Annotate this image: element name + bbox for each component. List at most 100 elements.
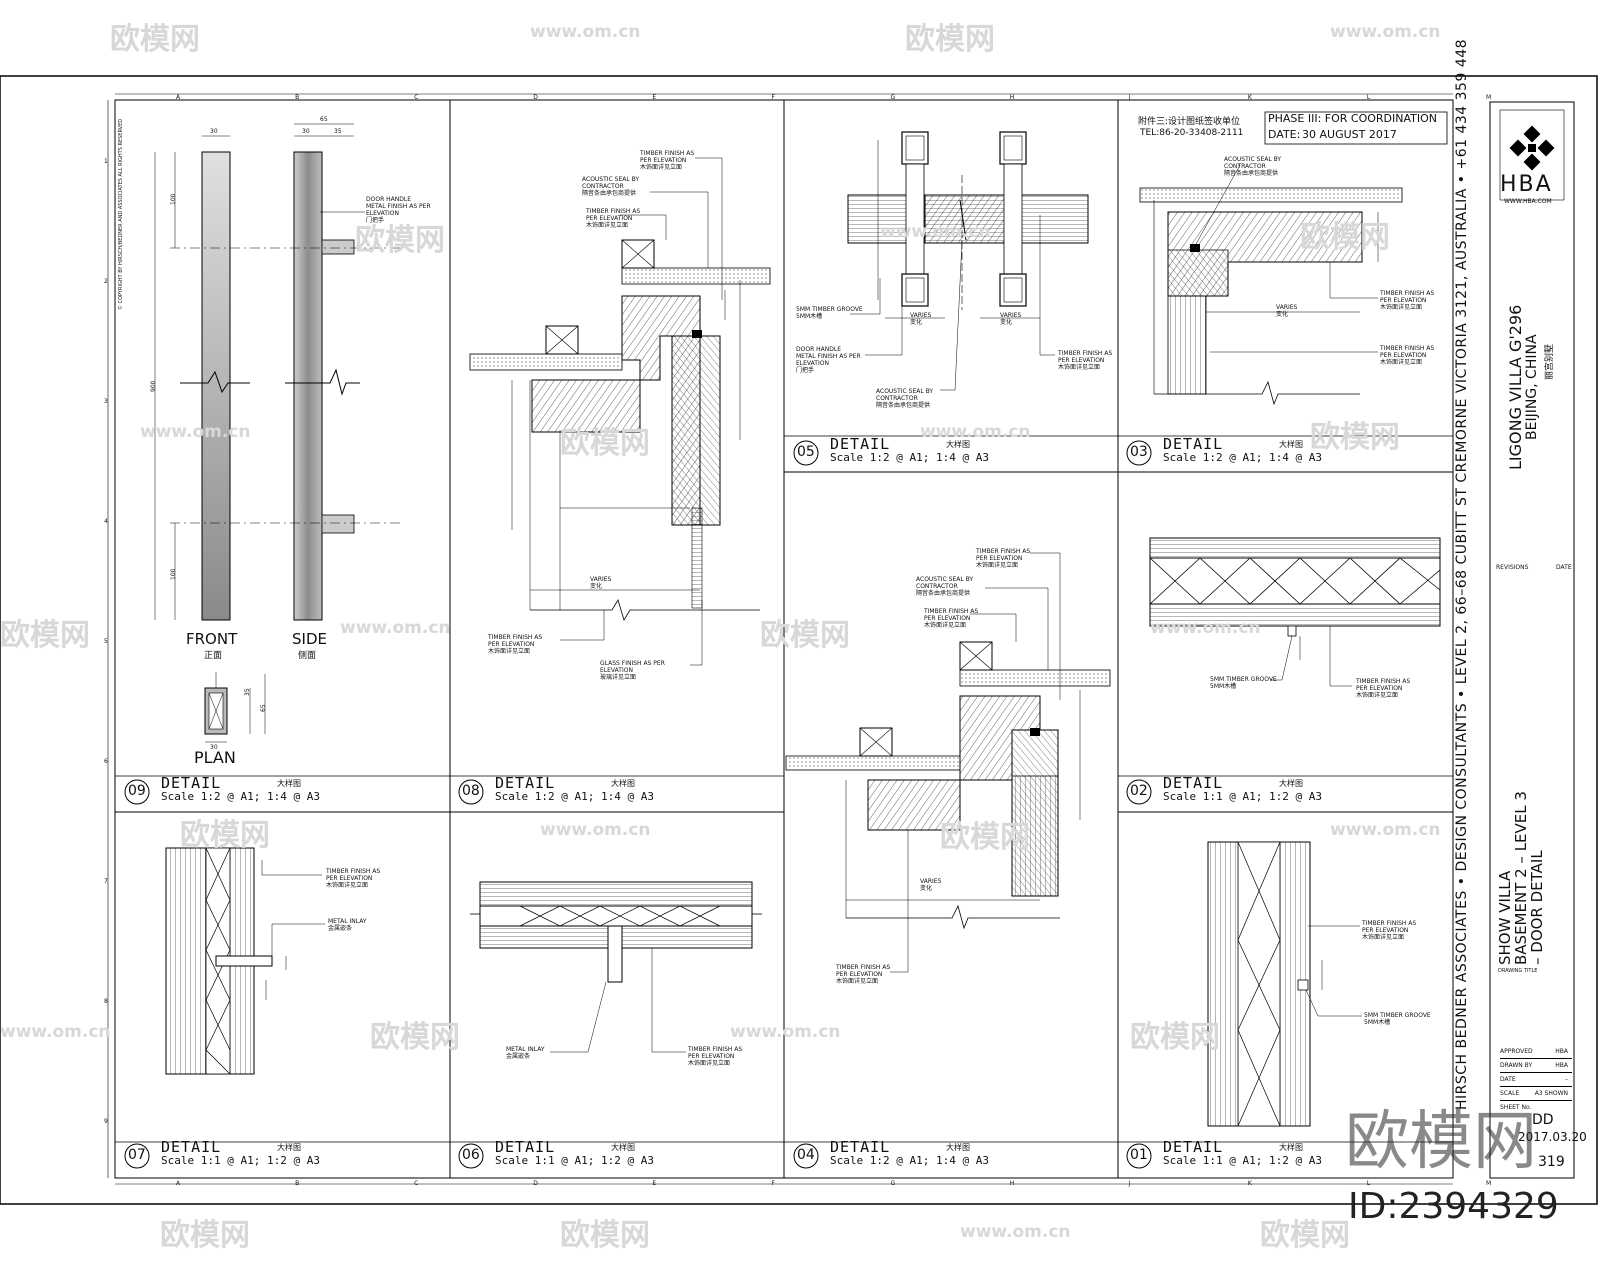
detail-scale: Scale 1:2 @ A1; 1:4 @ A3 [495, 790, 654, 803]
note-acoustic: ACOUSTIC SEAL BY CONTRACTOR 隔音条由承包商提供 [916, 576, 974, 597]
scale-value: A3 SHOWN [1534, 1090, 1568, 1097]
grid-letter: G [890, 94, 896, 101]
scale-label: SCALE [1500, 1090, 1520, 1097]
detail-scale: Scale 1:2 @ A1; 1:4 @ A3 [1163, 451, 1322, 464]
grid-letter: C [414, 94, 419, 101]
grid-letter: H [1009, 94, 1015, 101]
detail-title-cn: 大样图 [946, 1143, 970, 1152]
grid-number: 5 [104, 638, 108, 645]
dim-100-top: 100 [170, 193, 177, 205]
detail-number: 06 [462, 1147, 480, 1163]
note-varies: VARIES 变化 [920, 878, 942, 892]
sheet-value: DD [1532, 1112, 1554, 1128]
side-label: SIDE [292, 630, 327, 648]
grid-letter: D [533, 1180, 538, 1187]
detail-number: 04 [797, 1147, 815, 1163]
note-timber: TIMBER FINISH AS PER ELEVATION 木饰面详见立面 [640, 150, 695, 171]
note-metal-inlay: METAL INLAY 金属嵌条 [506, 1046, 545, 1060]
grid-letter: F [771, 94, 775, 101]
note-timber: TIMBER FINISH AS PER ELEVATION 木饰面详见立面 [1058, 350, 1113, 371]
note-timber: TIMBER FINISH AS PER ELEVATION 木饰面详见立面 [976, 548, 1031, 569]
handle-note: DOOR HANDLE METAL FINISH AS PER ELEVATIO… [366, 196, 431, 224]
approved-value: HBA [1555, 1048, 1568, 1055]
detail-scale: Scale 1:1 @ A1; 1:2 @ A3 [1163, 1154, 1322, 1167]
watermark-big-logo: 欧模网 [1345, 1105, 1537, 1179]
detail-number: 01 [1130, 1147, 1148, 1163]
grid-letter: B [295, 94, 300, 101]
detail-title-cn: 大样图 [611, 779, 635, 788]
detail-title-cn: 大样图 [611, 1143, 635, 1152]
date-row: DATE– [1500, 1074, 1572, 1087]
approved-row: APPROVED HBA [1500, 1046, 1572, 1059]
detail-number: 02 [1130, 783, 1148, 799]
note-groove: 5MM TIMBER GROOVE 5MM木槽 [1210, 676, 1277, 690]
drawing-title-label: DRAWING TITLE [1498, 968, 1538, 974]
detail-title-cn: 大样图 [1279, 1143, 1303, 1152]
grid-letter: C [414, 1180, 419, 1187]
dim-30-side: 30 [302, 128, 310, 135]
grid-number: 3 [104, 398, 108, 405]
detail-scale: Scale 1:2 @ A1; 1:4 @ A3 [161, 790, 320, 803]
detail-number: 07 [128, 1147, 146, 1163]
hba-website: WWW.HBA.COM [1504, 198, 1552, 205]
note-groove: 5MM TIMBER GROOVE 5MM木槽 [796, 306, 863, 320]
grid-letter: J [1128, 94, 1131, 101]
drawn-label: DRAWN BY [1500, 1062, 1533, 1069]
detail-title: DETAIL [495, 1138, 556, 1156]
note-metal-inlay: METAL INLAY 金属嵌条 [328, 918, 367, 932]
front-label-cn: 正面 [204, 651, 223, 661]
note-varies: VARIES 变化 [910, 312, 932, 326]
note-timber: TIMBER FINISH AS PER ELEVATION 木饰面详见立面 [1362, 920, 1417, 941]
revisions-label: REVISIONS [1496, 564, 1529, 571]
scale-row: SCALE A3 SHOWN [1500, 1088, 1572, 1101]
note-handle: DOOR HANDLE METAL FINISH AS PER ELEVATIO… [796, 346, 861, 374]
front-label: FRONT [186, 630, 238, 648]
grid-letter: B [295, 1180, 300, 1187]
grid-number: 6 [104, 758, 108, 765]
grid-letter: H [1009, 1180, 1015, 1187]
grid-letter: K [1247, 1180, 1252, 1187]
grid-number: 7 [104, 878, 108, 885]
grid-letter: E [652, 94, 657, 101]
project-location-cn: 丽宫别墅 [1545, 343, 1555, 380]
sheet-date: 2017.03.20 [1518, 1130, 1587, 1144]
copyright-text: © COPYRIGHT BY HIRSCH/BEDNER AND ASSOCIA… [118, 118, 124, 310]
note-acoustic: ACOUSTIC SEAL BY CONTRACTOR 隔音条由承包商提供 [876, 388, 934, 409]
detail-title: DETAIL [1163, 1138, 1224, 1156]
detail-scale: Scale 1:2 @ A1; 1:4 @ A3 [830, 451, 989, 464]
dim-100-bottom: 100 [170, 568, 177, 580]
detail-number: 03 [1130, 444, 1148, 460]
project-name: LIGONG VILLA G'296 [1506, 304, 1525, 470]
note-varies: VARIES 变化 [590, 576, 612, 590]
dim-900: 900 [150, 380, 157, 392]
grid-letter: L [1366, 94, 1371, 101]
date-label: DATE [1500, 1076, 1516, 1083]
detail-title-cn: 大样图 [946, 440, 970, 449]
drawn-row: DRAWN BY HBA [1500, 1060, 1572, 1073]
detail-title-cn: 大样图 [277, 1143, 301, 1152]
note-timber: TIMBER FINISH AS PER ELEVATION 木饰面详见立面 [326, 868, 381, 889]
note-groove: 5MM TIMBER GROOVE 5MM木槽 [1364, 1012, 1431, 1026]
dim-35: 35 [334, 128, 342, 135]
detail-title: DETAIL [495, 774, 556, 792]
detail-title-cn: 大样图 [277, 779, 301, 788]
detail-scale: Scale 1:1 @ A1; 1:2 @ A3 [495, 1154, 654, 1167]
grid-letter: E [652, 1180, 657, 1187]
dim-65: 65 [320, 116, 328, 123]
stamp-chinese: 附件三:设计图纸签收单位 [1138, 117, 1241, 127]
watermark-id: ID:2394329 [1348, 1186, 1559, 1227]
detail-scale: Scale 1:1 @ A1; 1:2 @ A3 [1163, 790, 1322, 803]
detail-number: 05 [797, 444, 815, 460]
grid-number: 8 [104, 998, 108, 1005]
drawn-value: HBA [1555, 1062, 1568, 1069]
note-timber: TIMBER FINISH AS PER ELEVATION 木饰面详见立面 [924, 608, 979, 629]
note-varies: VARIES 变化 [1276, 304, 1298, 318]
detail-number: 09 [128, 783, 146, 799]
detail-title-cn: 大样图 [1279, 440, 1303, 449]
detail-title: DETAIL [161, 774, 222, 792]
note-glass: GLASS FINISH AS PER ELEVATION 玻璃详见立面 [600, 660, 665, 681]
stamp-tel: TEL:86-20-33408-2111 [1140, 128, 1244, 138]
note-timber: TIMBER FINISH AS PER ELEVATION 木饰面详见立面 [1356, 678, 1411, 699]
approved-label: APPROVED [1500, 1048, 1533, 1055]
